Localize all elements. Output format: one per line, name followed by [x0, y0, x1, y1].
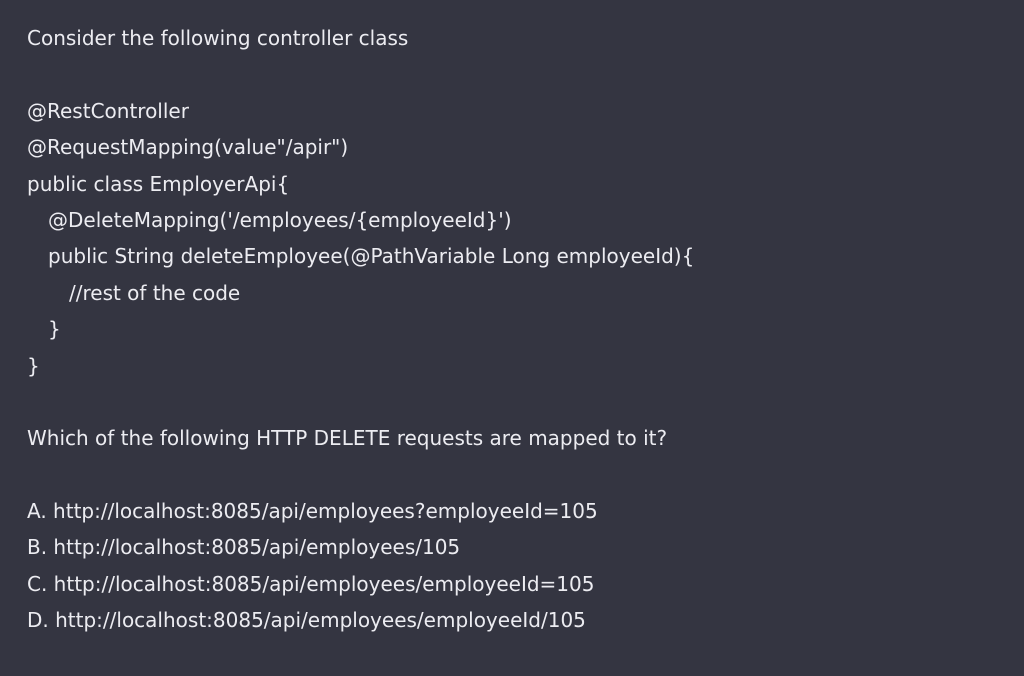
blank-line: [27, 56, 1007, 92]
code-line: public class EmployerApi{: [27, 171, 290, 196]
option-d: D. http://localhost:8085/api/employees/e…: [27, 608, 586, 633]
intro-text: Consider the following controller class: [27, 26, 409, 50]
option-c: C. http://localhost:8085/api/employees/e…: [27, 571, 595, 596]
code-line: @RequestMapping(value"/apir"): [27, 135, 349, 160]
code-line: @RestController: [27, 98, 189, 123]
option-a: A. http://localhost:8085/api/employees?e…: [27, 499, 598, 524]
option-b: B. http://localhost:8085/api/employees/1…: [27, 535, 461, 560]
chat-message: Consider the following controller class …: [27, 20, 1007, 639]
code-line: }: [48, 317, 61, 342]
code-line: @DeleteMapping('/employees/{employeeId}'…: [48, 207, 512, 232]
question-text: Which of the following HTTP DELETE reque…: [27, 426, 668, 451]
code-line: public String deleteEmployee(@PathVariab…: [48, 244, 695, 269]
code-line: //rest of the code: [69, 280, 241, 305]
options-list: A. http://localhost:8085/api/employees?e…: [27, 493, 1007, 639]
blank-line: [27, 384, 1007, 420]
blank-line: [27, 457, 1007, 493]
code-block: @RestController @RequestMapping(value"/a…: [27, 93, 1007, 384]
code-line: }: [27, 353, 40, 378]
